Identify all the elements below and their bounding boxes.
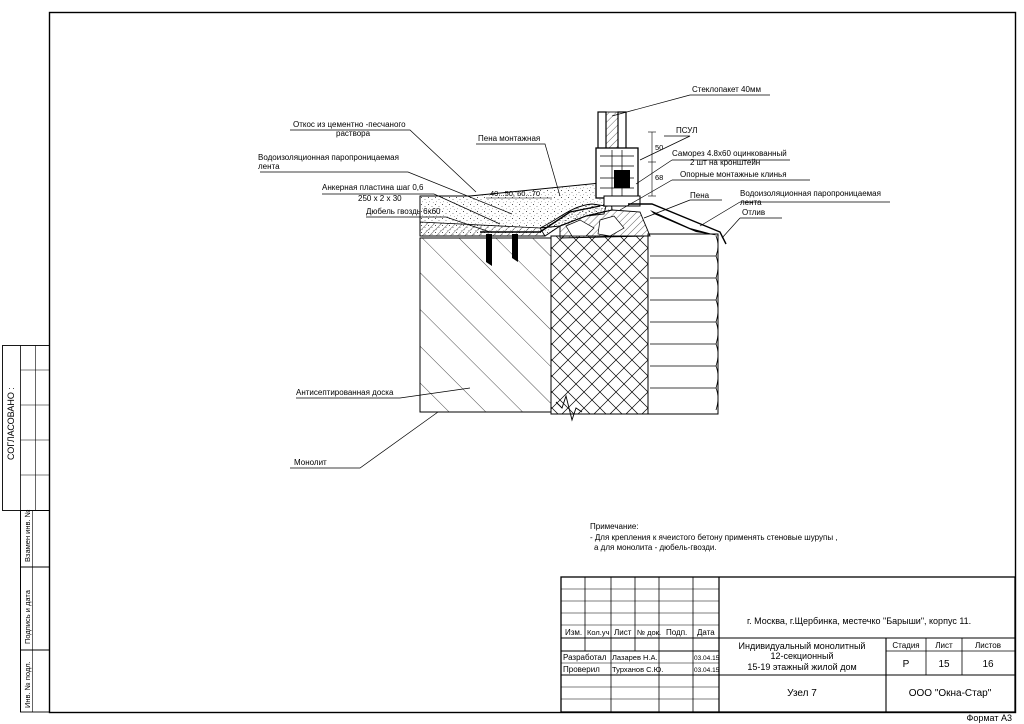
project-line-2: 12-секционный xyxy=(770,651,833,661)
label-vodoizol-left-1: Водоизоляционная паропроницаемая xyxy=(258,153,399,162)
dimension-lines: 50 68 40...50, 60...70 xyxy=(486,131,663,199)
label-otkos-2: раствора xyxy=(336,129,371,138)
row1-date: 03.04.15 xyxy=(694,655,720,662)
row2-date: 03.04.15 xyxy=(694,667,720,674)
insulation-layer xyxy=(550,235,649,415)
label-ankernaya-1: Анкерная пластина шаг 0,6 xyxy=(322,183,424,192)
list-label: Лист xyxy=(935,641,953,650)
window-profile xyxy=(595,111,641,207)
row2-role: Проверил xyxy=(563,665,600,674)
note-line-1: - Для крепления к ячеистого бетону приме… xyxy=(590,533,838,542)
note-line-2: а для монолита - дюбель-гвозди. xyxy=(594,543,717,552)
brick-facing xyxy=(647,233,719,415)
label-opornye-klinya: Опорные монтажные клинья xyxy=(680,170,787,179)
project-line-1: Индивидуальный монолитный xyxy=(739,641,866,651)
label-monolit: Монолит xyxy=(294,458,327,467)
podpis-data-label: Подпись и дата xyxy=(23,589,32,644)
label-vodoizol-right-2: лента xyxy=(740,198,762,207)
label-otliv: Отлив xyxy=(742,208,765,217)
row2-name: Турханов С.Ю. xyxy=(612,665,663,674)
label-steklopaket: Стеклопакет 40мм xyxy=(692,85,761,94)
label-antiseptirovannaya: Антисептированная доска xyxy=(296,388,394,397)
stadiya-label: Стадия xyxy=(892,641,919,650)
listov-label: Листов xyxy=(975,641,1001,650)
monolith-wall xyxy=(419,237,552,413)
dim-40-70: 40...50, 60...70 xyxy=(490,189,540,198)
header-podp: Подп. xyxy=(666,628,687,637)
label-pena-montazhnaya: Пена монтажная xyxy=(478,134,540,143)
dowel-nails xyxy=(486,234,518,266)
label-otkos-1: Откос из цементно -песчаного xyxy=(293,120,406,129)
company-name: ООО "Окна-Стар" xyxy=(909,688,992,699)
header-data: Дата xyxy=(697,628,715,637)
project-line-3: 15-19 этажный жилой дом xyxy=(747,662,856,672)
vzamen-inv-label: Взамен инв. № xyxy=(23,509,32,562)
dim-68: 68 xyxy=(655,173,663,182)
stadiya-value: Р xyxy=(903,659,910,670)
waterproof-tape-right xyxy=(650,210,720,236)
listov-value: 16 xyxy=(982,659,994,670)
label-pena: Пена xyxy=(690,191,710,200)
dim-50: 50 xyxy=(655,143,663,152)
side-stamp: СОГЛАСОВАНО : Взамен инв. № Подпись и да… xyxy=(2,345,50,713)
label-vodoizol-left-2: лента xyxy=(258,162,280,171)
row1-role: Разработал xyxy=(563,653,607,662)
label-psul: ПСУЛ xyxy=(676,126,697,135)
soglasovano-label: СОГЛАСОВАНО : xyxy=(6,387,16,460)
header-no-dok: № док. xyxy=(637,628,661,637)
otliv-drip xyxy=(628,203,727,245)
label-vodoizol-right-1: Водоизоляционная паропроницаемая xyxy=(740,189,881,198)
address-text: г. Москва, г.Щербинка, местечко "Барыши"… xyxy=(747,616,971,626)
label-samorez-1: Саморез 4.8х60 оцинкованный xyxy=(672,149,787,158)
inv-podl-label: Инв. № подл. xyxy=(23,661,32,708)
header-kol-uch: Кол.уч xyxy=(587,628,610,637)
list-value: 15 xyxy=(938,659,950,670)
sheet-name: Узел 7 xyxy=(787,688,817,699)
break-line xyxy=(555,394,583,422)
anchor-plate xyxy=(480,205,601,233)
leader-lines xyxy=(260,94,890,469)
label-dyubel: Дюбель гвоздь 6х60 xyxy=(366,207,441,216)
row1-name: Лазарев Н.А. xyxy=(612,653,658,662)
note-title: Примечание: xyxy=(590,522,639,531)
label-ankernaya-2: 250 х 2 х 30 xyxy=(358,194,402,203)
label-samorez-2: 2 шт на кронштейн xyxy=(690,158,760,167)
format-label: Формат А3 xyxy=(967,713,1012,723)
header-list: Лист xyxy=(614,628,632,637)
header-izm: Изм. xyxy=(565,628,582,637)
title-block: Изм. Кол.уч Лист № док. Подп. Дата Разра… xyxy=(560,576,1016,713)
